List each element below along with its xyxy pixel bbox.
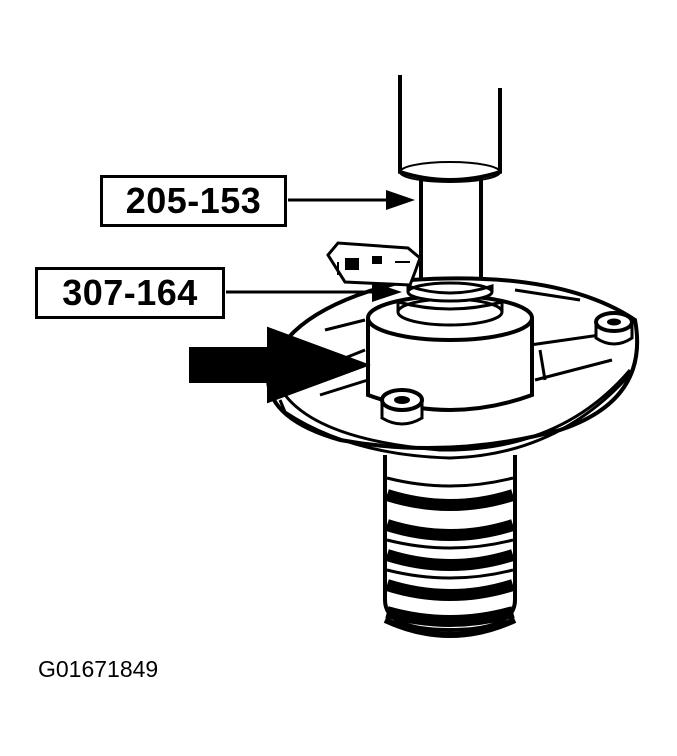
electrical-connector <box>326 241 422 287</box>
leader-arrow-307-164 <box>226 282 402 302</box>
tool-label-307-164: 307-164 <box>35 267 225 319</box>
bolt-front <box>380 388 424 426</box>
direction-arrow <box>189 326 371 404</box>
bolt-rear <box>594 311 634 346</box>
leader-arrow-205-153 <box>288 190 415 210</box>
figure-id: G01671849 <box>38 656 159 682</box>
spring-body <box>383 455 517 638</box>
tool-label-205-153: 205-153 <box>100 175 287 227</box>
center-hub <box>366 281 534 412</box>
press-ram <box>398 75 502 183</box>
installer-shaft <box>419 178 483 282</box>
